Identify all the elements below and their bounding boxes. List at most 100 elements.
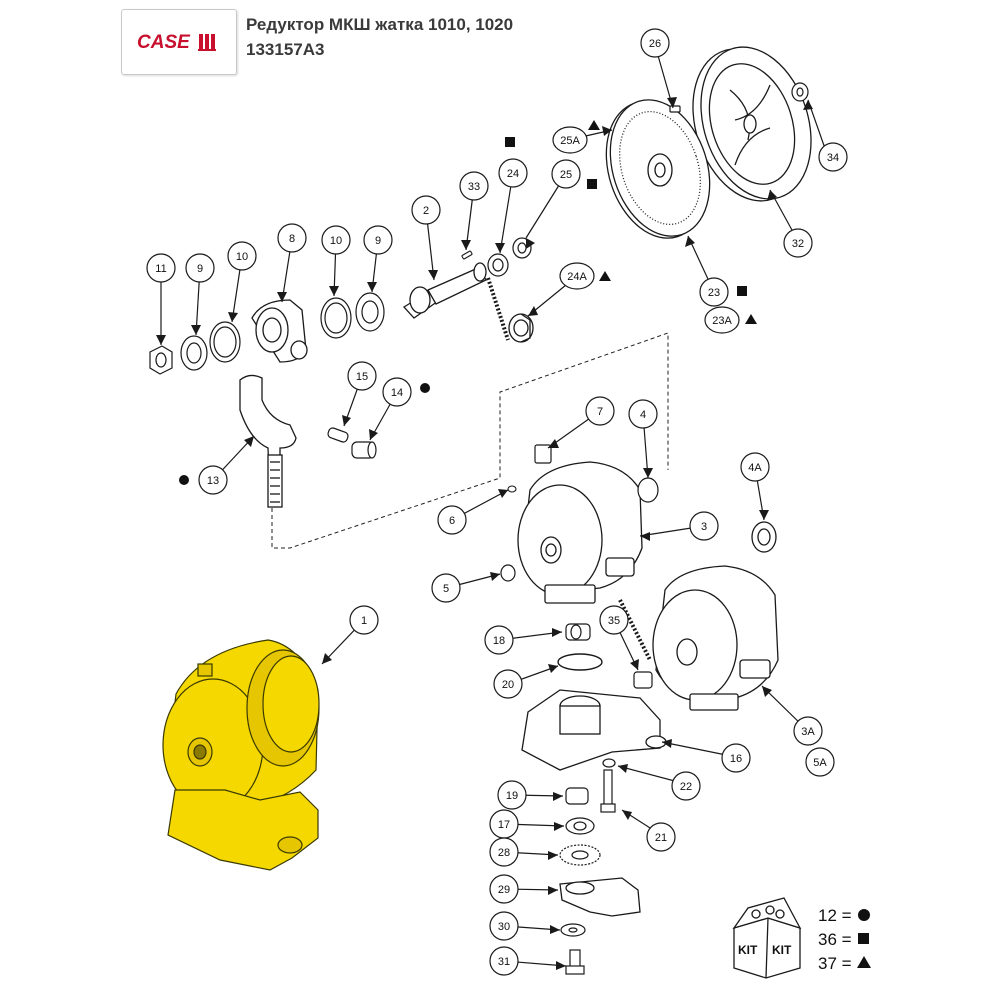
callout-13: 13 xyxy=(207,475,219,487)
callout-25A: 25A xyxy=(560,135,580,147)
triangle-marker-24A xyxy=(599,271,611,281)
callout-5: 5 xyxy=(443,583,449,595)
callout-3: 3 xyxy=(701,521,707,533)
callout-9-left: 9 xyxy=(197,263,203,275)
callout-30: 30 xyxy=(498,921,510,933)
triangle-marker-25A xyxy=(588,120,600,130)
callout-23: 23 xyxy=(708,287,720,299)
hatched-shim xyxy=(486,277,510,341)
legend-square-icon xyxy=(858,933,869,944)
bearing-9-left xyxy=(180,335,208,371)
circle-marker-14 xyxy=(420,383,430,393)
yoke-shaft-13 xyxy=(239,374,297,508)
kit-legend: 12 = 36 = 37 = xyxy=(818,906,871,973)
callout-29: 29 xyxy=(498,884,510,896)
callout-8: 8 xyxy=(289,233,295,245)
callout-7: 7 xyxy=(597,406,603,418)
callouts xyxy=(146,28,848,976)
o-ring-20 xyxy=(557,653,603,671)
bolt-21 xyxy=(600,769,616,813)
triangle-marker-23A xyxy=(745,314,757,324)
hatched-shim-2 xyxy=(618,599,652,661)
gear-28 xyxy=(559,844,601,866)
callout-4: 4 xyxy=(640,409,646,421)
housing-8 xyxy=(251,299,308,363)
case-logo: CASE xyxy=(121,9,237,75)
bearing-9-right xyxy=(355,292,385,332)
callout-18: 18 xyxy=(493,635,505,647)
ring-10-left xyxy=(209,321,241,363)
callout-1: 1 xyxy=(361,615,367,627)
pin-15 xyxy=(327,427,349,443)
case-ih-logo-icon: CASE xyxy=(137,32,216,53)
square-marker-23 xyxy=(737,286,747,296)
washer-30 xyxy=(560,923,586,937)
square-marker-25 xyxy=(587,179,597,189)
key-33 xyxy=(461,250,473,260)
bearing-24 xyxy=(487,253,509,277)
seal-24A xyxy=(508,313,534,343)
nut-11 xyxy=(149,345,173,375)
washer-22 xyxy=(602,758,616,768)
callout-24A: 24A xyxy=(567,271,587,283)
callout-4A: 4A xyxy=(748,462,762,474)
part-number: 133157A3 xyxy=(246,40,325,59)
callout-15: 15 xyxy=(356,371,368,383)
bracket-29 xyxy=(559,877,641,917)
callout-16: 16 xyxy=(730,753,742,765)
logo-text: CASE xyxy=(137,32,191,53)
pin-6 xyxy=(507,485,517,493)
callout-26: 26 xyxy=(649,38,661,50)
callout-35: 35 xyxy=(608,615,620,627)
callout-34: 34 xyxy=(827,152,839,164)
arrow-heads xyxy=(156,97,813,970)
seal-4A xyxy=(751,521,777,553)
callout-22: 22 xyxy=(680,781,692,793)
callout-23A: 23A xyxy=(712,315,732,327)
square-marker-24 xyxy=(505,137,515,147)
legend-kit-12: 12 = xyxy=(818,906,852,925)
callout-3A: 3A xyxy=(801,726,815,738)
callout-5A: 5A xyxy=(813,757,827,769)
callout-labels: 26 34 32 23 23A 25A 25 24 33 2 24A 8 10 … xyxy=(155,38,839,968)
callout-2: 2 xyxy=(423,205,429,217)
legend-triangle-icon xyxy=(857,956,871,968)
diagram-title: Редуктор МКШ жатка 1010, 1020 xyxy=(246,15,514,34)
gearbox-assembly-1 xyxy=(162,639,320,871)
callout-11: 11 xyxy=(155,263,166,275)
kit-label-left: KIT xyxy=(738,943,758,957)
bolt-31 xyxy=(565,949,585,975)
bushing-14 xyxy=(351,441,377,459)
housing-3A xyxy=(652,565,779,711)
callout-10-left: 10 xyxy=(236,251,248,263)
legend-kit-36: 36 = xyxy=(818,930,852,949)
ring-10-right xyxy=(320,297,352,339)
callout-24: 24 xyxy=(507,168,519,180)
bearing-18 xyxy=(565,623,591,641)
plug-7 xyxy=(534,444,552,464)
callout-10-right: 10 xyxy=(330,235,342,247)
callout-28: 28 xyxy=(498,847,510,859)
callout-19: 19 xyxy=(506,790,518,802)
washer-34 xyxy=(791,82,809,102)
plate-23 xyxy=(605,99,711,239)
callout-21: 21 xyxy=(655,832,667,844)
callout-14: 14 xyxy=(391,387,403,399)
kit-label-right: KIT xyxy=(772,943,792,957)
callout-17: 17 xyxy=(498,819,510,831)
legend-circle-icon xyxy=(858,909,870,921)
callout-33: 33 xyxy=(468,181,480,193)
screw-26 xyxy=(669,105,681,113)
bushing-4 xyxy=(637,477,659,503)
callout-31: 31 xyxy=(498,956,510,968)
callout-32: 32 xyxy=(792,238,804,250)
legend-kit-37: 37 = xyxy=(818,954,852,973)
callout-6: 6 xyxy=(449,515,455,527)
callout-20: 20 xyxy=(502,679,514,691)
housing-3 xyxy=(517,461,643,604)
bushing-5 xyxy=(500,564,516,582)
bearing-17 xyxy=(565,817,595,835)
plug-35 xyxy=(633,671,653,689)
bearing-19 xyxy=(565,787,589,805)
kit-markers xyxy=(179,120,757,485)
